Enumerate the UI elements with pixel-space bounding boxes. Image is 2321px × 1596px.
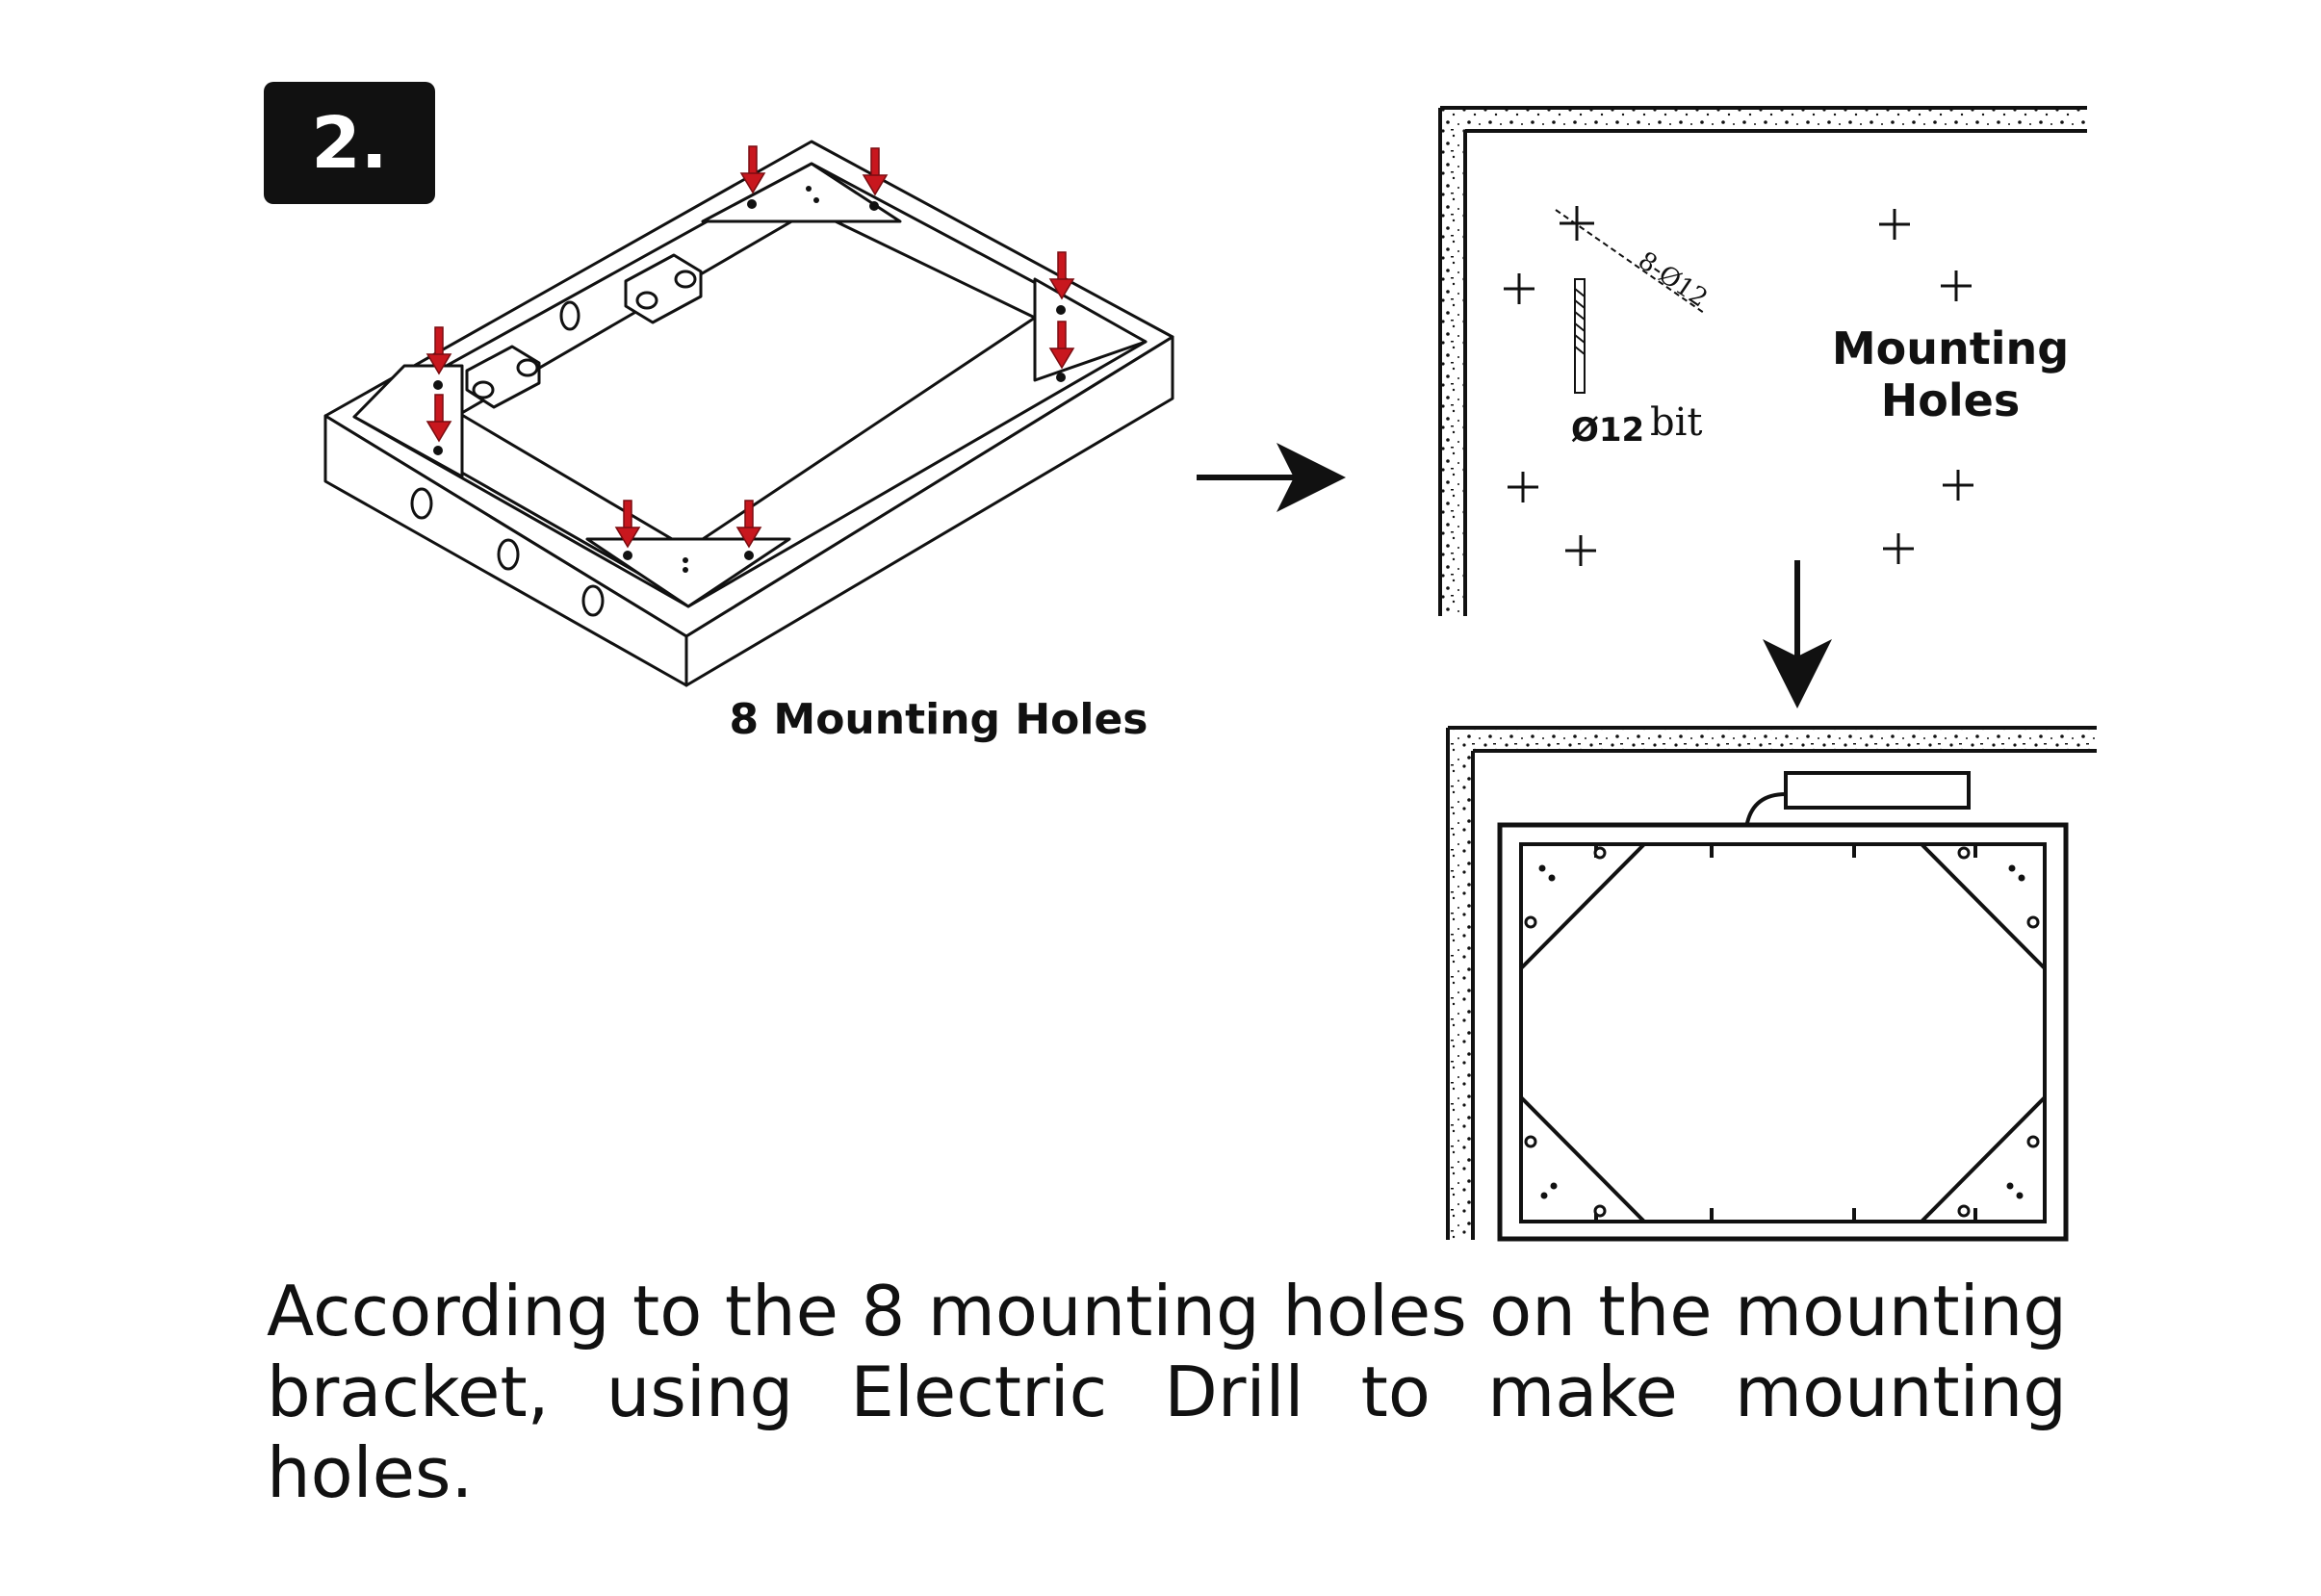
bracket-label: 8 Mounting Holes bbox=[729, 695, 1148, 744]
mounted-bracket-drawing bbox=[1446, 726, 2097, 1242]
down-arrow-icon bbox=[1048, 251, 1075, 300]
mounting-holes-label-line2: Holes bbox=[1881, 374, 2020, 426]
crosshair-icon bbox=[1883, 533, 1914, 564]
down-arrow-icon bbox=[739, 145, 766, 194]
step-number: 2. bbox=[311, 101, 388, 185]
crosshair-icon bbox=[1504, 273, 1534, 304]
down-arrow-icon bbox=[614, 500, 641, 549]
mounting-holes-label-line1: Mounting bbox=[1832, 322, 2069, 374]
step-number-badge: 2. bbox=[264, 82, 435, 204]
crosshair-icon bbox=[1560, 206, 1594, 241]
wall-marking-drawing: 8-Ø12 Ø12 bit Mounting Holes bbox=[1438, 106, 2087, 616]
down-arrow-icon bbox=[735, 500, 762, 549]
svg-text:Ø12: Ø12 bbox=[1571, 411, 1644, 450]
crosshair-icon bbox=[1943, 470, 1973, 501]
crosshair-icon bbox=[1565, 535, 1596, 566]
mounting-bracket-drawing bbox=[323, 140, 1174, 687]
down-arrow-icon bbox=[862, 147, 889, 196]
red-down-arrows bbox=[426, 145, 1075, 549]
crosshair-marks bbox=[1504, 206, 1973, 566]
down-arrow-icon bbox=[426, 394, 452, 443]
crosshair-icon bbox=[1941, 270, 1972, 301]
instruction-caption: According to the 8 mounting holes on the… bbox=[267, 1271, 2067, 1513]
drill-bit-size: Ø12 bbox=[1571, 411, 1644, 450]
crosshair-icon bbox=[1508, 472, 1538, 502]
bracket-mounting-holes bbox=[433, 186, 1066, 573]
drill-bit-suffix: bit bbox=[1650, 400, 1702, 445]
down-arrow-icon bbox=[1048, 321, 1075, 370]
dimension-label: 8-Ø12 bbox=[1633, 246, 1713, 313]
down-arrow-icon bbox=[426, 326, 452, 375]
drill-bit-icon bbox=[1574, 278, 1586, 394]
crosshair-icon bbox=[1879, 209, 1910, 240]
